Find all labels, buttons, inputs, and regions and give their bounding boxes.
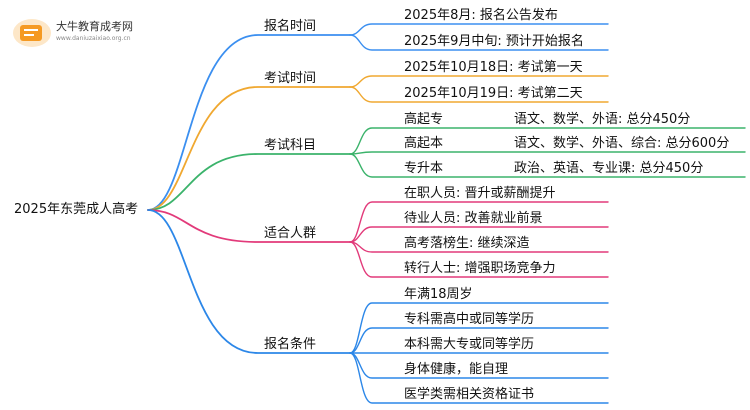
watermark-logo: 大牛教育成考网 www.daniuzaixiao.org.cn xyxy=(8,16,148,50)
leaf-item: 高起本 xyxy=(404,136,444,151)
watermark-name: 大牛教育成考网 xyxy=(56,20,133,33)
leaf-item: 专升本 xyxy=(404,161,444,176)
root-branch-edge xyxy=(147,34,351,211)
leaf-item: 2025年9月中旬: 预计开始报名 xyxy=(404,34,584,49)
root-branch-edge xyxy=(147,153,351,211)
branch-leaf-edge xyxy=(349,153,746,178)
branch-leaf-edge xyxy=(349,23,609,36)
root-branch-edge xyxy=(147,209,351,354)
branch-leaf-edge xyxy=(349,75,609,88)
leaf-detail: 语文、数学、外语、综合: 总分600分 xyxy=(514,136,730,151)
leaf-item: 本科需大专或同等学历 xyxy=(404,337,535,352)
leaf-detail: 语文、数学、外语: 总分450分 xyxy=(514,112,691,127)
branch-leaf-edge xyxy=(349,241,609,278)
leaf-item: 转行人士: 增强职场竞争力 xyxy=(404,261,556,276)
leaf-item: 高考落榜生: 继续深造 xyxy=(404,236,530,251)
branch-leaf-edge xyxy=(349,86,609,103)
branch-leaf-edge xyxy=(349,127,746,155)
leaf-item: 2025年10月18日: 考试第一天 xyxy=(404,60,583,75)
branch-leaf-edge xyxy=(349,327,609,354)
branch-leaf-edge xyxy=(349,201,609,243)
leaf-item: 年满18周岁 xyxy=(404,287,473,302)
branch-label: 适合人群 xyxy=(264,226,317,241)
branch-leaf-edge xyxy=(349,226,609,243)
leaf-item: 待业人员: 改善就业前景 xyxy=(404,211,543,226)
branch-label: 报名条件 xyxy=(264,337,317,352)
leaf-item: 2025年10月19日: 考试第二天 xyxy=(404,86,583,101)
watermark-url: www.daniuzaixiao.org.cn xyxy=(56,35,131,42)
leaf-item: 高起专 xyxy=(404,112,444,127)
branch-leaf-edge xyxy=(349,151,746,155)
logo-icon xyxy=(13,19,51,47)
branch-label: 报名时间 xyxy=(264,19,317,34)
leaf-item: 在职人员: 晋升或薪酬提升 xyxy=(404,186,556,201)
root-branch-edge xyxy=(147,86,351,211)
leaf-item: 2025年8月: 报名公告发布 xyxy=(404,8,558,23)
branch-leaf-edge xyxy=(349,34,609,51)
branch-label: 考试科目 xyxy=(264,138,317,153)
leaf-item: 身体健康，能自理 xyxy=(404,362,509,377)
leaf-detail: 政治、英语、专业课: 总分450分 xyxy=(514,161,704,176)
root-node: 2025年东莞成人高考 xyxy=(14,202,139,217)
root-branch-edge xyxy=(147,209,351,243)
leaf-item: 医学类需相关资格证书 xyxy=(404,387,535,402)
branch-leaf-edge xyxy=(349,352,609,404)
branch-label: 考试时间 xyxy=(264,71,317,86)
leaf-item: 专科需高中或同等学历 xyxy=(404,312,535,327)
